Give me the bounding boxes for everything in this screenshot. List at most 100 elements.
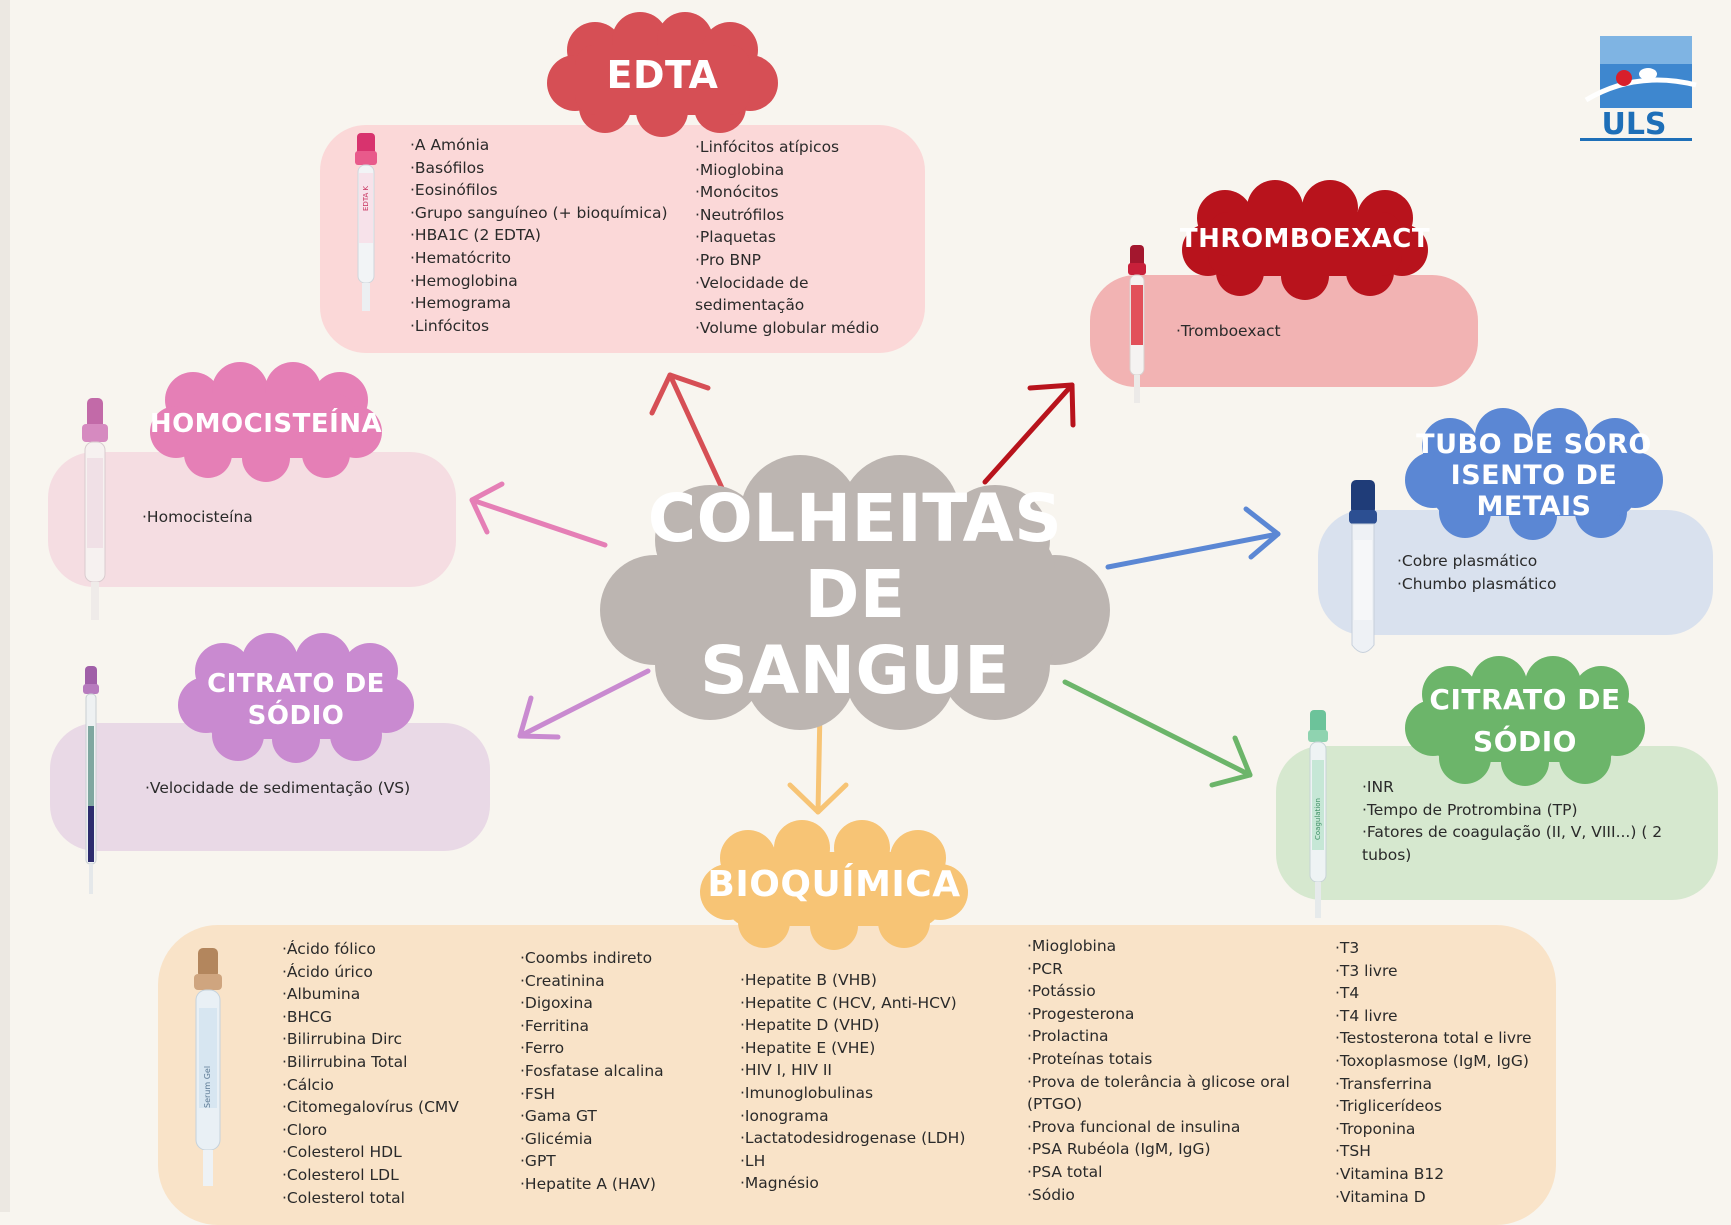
list-item: ·T3 [1335, 939, 1360, 957]
list-item: ·Volume globular médio [695, 318, 880, 337]
list-item: ·Hemoglobina [410, 271, 518, 290]
arrow-metais [1105, 531, 1281, 570]
citrato-right-title-line1: CITRATO DE [1429, 683, 1621, 716]
list-item: ·Ferro [520, 1039, 565, 1058]
list-item: ·Hepatite E (VHE) [740, 1038, 876, 1057]
edta-tube-label: EDTA K [362, 185, 370, 211]
list-item: ·Plaquetas [695, 228, 776, 247]
list-item: ·Ácido úrico [282, 962, 373, 981]
homocisteina-cloud: HOMOCISTEÍNA [148, 362, 384, 482]
list-item: ·Monócitos [695, 183, 779, 202]
list-item: ·Velocidade de sedimentação (VS) [145, 779, 411, 797]
page-left-edge [0, 0, 10, 1212]
list-item: ·Bilirrubina Total [282, 1052, 408, 1071]
edta-tube: EDTA K [352, 133, 380, 317]
list-item: ·Lactatodesidrogenase (LDH) [740, 1129, 966, 1148]
list-item: ·HBA1C (2 EDTA) [410, 226, 541, 245]
bioquimica-list-col3: ·Hepatite B (VHB) ·Hepatite C (HCV, Anti… [740, 969, 1025, 1195]
bioquimica-title: BIOQUÍMICA [707, 863, 961, 905]
center-title-line1: COLHEITAS DE [647, 480, 1063, 633]
metais-tube [1344, 480, 1382, 664]
list-item: ·Ácido fólico [282, 940, 376, 958]
thromboexact-tube [1125, 245, 1149, 409]
list-item: ·Fatores de coagulação (II, V, VIII...) … [1362, 823, 1663, 864]
list-item: ·Colesterol total [282, 1188, 405, 1207]
list-item: ·TSH [1335, 1142, 1371, 1161]
list-item: ·Magnésio [740, 1174, 819, 1193]
list-item: ·Triglicerídeos [1335, 1097, 1442, 1116]
bioquimica-list-col1: ·Ácido fólico ·Ácido úrico ·Albumina ·BH… [282, 938, 512, 1209]
list-item: ·Neutrófilos [695, 205, 785, 224]
center-cloud: COLHEITAS DE SANGUE [600, 455, 1110, 730]
list-item: ·Vitamina D [1335, 1187, 1426, 1206]
citrato-left-title: CITRATO DE SÓDIO [178, 663, 414, 737]
bioquimica-tube-label: Serum Gel [203, 1066, 212, 1108]
metais-title-line1: TUBO DE SORO [1416, 428, 1652, 460]
list-item: ·Coombs indireto [520, 949, 653, 967]
list-item: ·Velocidade de sedimentação [695, 273, 809, 315]
metais-cloud: TUBO DE SORO ISENTO DE METAIS [1405, 408, 1663, 540]
list-item: ·Pro BNP [695, 250, 762, 269]
logo-text: ULS [1601, 107, 1666, 142]
list-item: ·Fosfatase alcalina [520, 1061, 664, 1080]
list-item: ·Hepatite A (HAV) [520, 1174, 656, 1193]
list-item: ·Linfócitos atípicos [695, 138, 840, 156]
bioquimica-panel [158, 925, 1556, 1225]
thromboexact-title: THROMBOEXACT [1179, 224, 1431, 255]
arrow-citrato-right [1062, 679, 1253, 778]
arrow-homocisteina [469, 497, 608, 548]
citrato-left-panel [50, 723, 490, 851]
citrato-left-list: ·Velocidade de sedimentação (VS) [145, 777, 475, 800]
list-item: ·BHCG [282, 1007, 333, 1026]
citrato-left-title-line1: CITRATO DE [207, 669, 385, 699]
list-item: ·Testosterona total e livre [1335, 1029, 1532, 1048]
arrow-bioquimica [815, 707, 823, 815]
list-item: ·Hepatite D (VHD) [740, 1016, 880, 1035]
bioquimica-list-col5: ·T3 ·T3 livre ·T4 ·T4 livre ·Testosteron… [1335, 937, 1560, 1208]
arrow-citrato-left [517, 668, 651, 739]
list-item: ·Grupo sanguíneo (+ bioquímica) [410, 203, 668, 222]
list-item: ·T4 [1335, 984, 1360, 1003]
list-item: ·Hepatite B (VHB) [740, 971, 877, 989]
bioquimica-list-col4: ·Mioglobina ·PCR ·Potássio ·Progesterona… [1027, 935, 1302, 1206]
list-item: ·Ferritina [520, 1016, 590, 1035]
list-item: ·Homocisteína [142, 508, 253, 526]
list-item: ·Basófilos [410, 158, 485, 177]
citrato-left-cloud: CITRATO DE SÓDIO [178, 633, 414, 763]
list-item: ·Prolactina [1027, 1027, 1109, 1046]
list-item: ·T3 livre [1335, 961, 1398, 980]
metais-list: ·Cobre plasmático ·Chumbo plasmático [1397, 550, 1677, 595]
list-item: ·Cloro [282, 1120, 328, 1139]
list-item: ·Bilirrubina Dirc [282, 1030, 402, 1049]
list-item: ·Transferrina [1335, 1074, 1432, 1093]
list-item: ·Prova de tolerância à glicose oral (PTG… [1027, 1072, 1290, 1114]
edta-list-col1: ·A Amónia ·Basófilos ·Eosinófilos ·Grupo… [410, 134, 680, 337]
list-item: ·FSH [520, 1084, 556, 1103]
list-item: ·PSA Rubéola (IgM, IgG) [1027, 1140, 1211, 1159]
list-item: ·Toxoplasmose (IgM, IgG) [1335, 1051, 1529, 1070]
list-item: ·Sódio [1027, 1185, 1075, 1204]
list-item: ·Colesterol LDL [282, 1165, 399, 1184]
list-item: ·Proteínas totais [1027, 1049, 1153, 1068]
citrato-right-tube-label: Coagulation [1314, 798, 1322, 840]
citrato-right-list: ·INR ·Tempo de Protrombina (TP) ·Fatores… [1362, 776, 1672, 866]
citrato-right-panel [1276, 746, 1718, 900]
citrato-right-title-line2: SÓDIO [1473, 725, 1577, 758]
homocisteina-list: ·Homocisteína [142, 506, 402, 529]
list-item: ·A Amónia [410, 136, 490, 154]
list-item: ·Cobre plasmático [1397, 552, 1538, 570]
list-item: ·Potássio [1027, 982, 1096, 1001]
list-item: ·Mioglobina [1027, 937, 1117, 955]
list-item: ·Hemograma [410, 294, 512, 313]
list-item: ·Citomegalovírus (CMV [282, 1098, 459, 1117]
list-item: ·PSA total [1027, 1162, 1103, 1181]
bioquimica-list-col2: ·Coombs indireto ·Creatinina ·Digoxina ·… [520, 947, 735, 1196]
list-item: ·Colesterol HDL [282, 1143, 402, 1162]
list-item: ·Digoxina [520, 994, 593, 1013]
list-item: ·Imunoglobulinas [740, 1083, 874, 1102]
center-cloud-shape [600, 455, 1110, 730]
edta-title: EDTA [606, 52, 719, 97]
list-item: ·Creatinina [520, 971, 605, 990]
list-item: ·GPT [520, 1152, 556, 1171]
